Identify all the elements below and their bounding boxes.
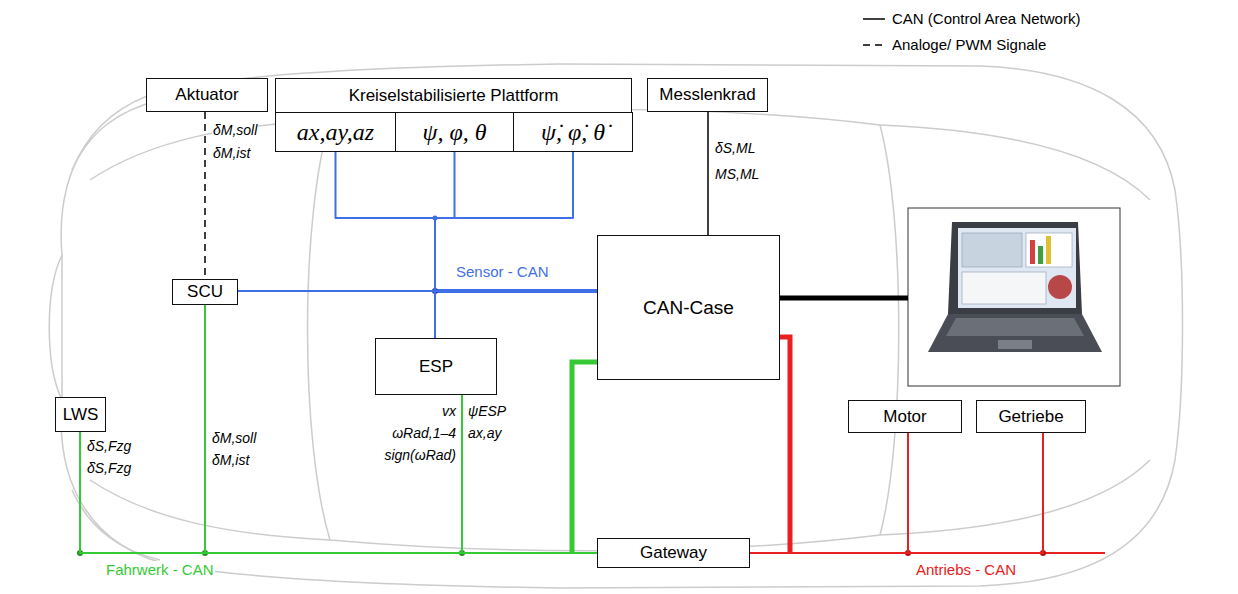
signal-label: δM,ist bbox=[211, 452, 250, 468]
laptop-touchpad bbox=[998, 340, 1032, 349]
bus-label: Fahrwerk - CAN bbox=[105, 561, 215, 578]
can-connector bbox=[780, 337, 1043, 553]
platform-box: Kreiselstabilisierte Plattform ax,ay,az ψ,… bbox=[275, 78, 632, 152]
sensor-box: LWS bbox=[55, 397, 106, 432]
signal-label: vx bbox=[441, 403, 457, 419]
steering-wheel-box: Messlenkrad bbox=[647, 78, 768, 112]
chassis-can-trunk bbox=[572, 362, 597, 553]
can-connector bbox=[80, 432, 597, 553]
screen-bar bbox=[1038, 246, 1043, 264]
sensor-value-box: ψ̇, φ̇, θ̇ bbox=[513, 112, 633, 152]
legend-entry: CAN (Control Area Network) bbox=[862, 10, 1080, 27]
legend-text: Analoge/ PWM Signale bbox=[892, 36, 1046, 53]
esp-box: ESP bbox=[375, 338, 497, 395]
car-body bbox=[61, 64, 1182, 588]
windshield bbox=[308, 120, 331, 540]
node-label: Getriebe bbox=[998, 407, 1063, 427]
screen-panel bbox=[1026, 233, 1072, 267]
node-label: Motor bbox=[883, 407, 926, 427]
gearbox-box: Getriebe bbox=[976, 400, 1086, 433]
screen-bar bbox=[1046, 236, 1051, 264]
pc-link bbox=[780, 296, 908, 301]
sensor-quantity: ψ̇, φ̇, θ̇ bbox=[541, 119, 605, 146]
node-label: Gateway bbox=[640, 543, 707, 563]
can-case-box: CAN-Case bbox=[597, 235, 780, 380]
signal-label: δS,ML bbox=[714, 140, 756, 156]
signal-label: δS,Fzg bbox=[86, 438, 132, 454]
hood-line bbox=[90, 480, 330, 540]
signal-label: δ̇S,Fzg bbox=[86, 460, 132, 476]
legend-entry: Analoge/ PWM Signale bbox=[862, 36, 1046, 53]
bus-stub bbox=[1043, 552, 1105, 554]
car-grille bbox=[49, 255, 62, 400]
can-connector bbox=[435, 152, 597, 291]
can-connector bbox=[435, 152, 597, 291]
can-connector bbox=[238, 290, 597, 292]
actuator-box: Aktuator bbox=[146, 78, 268, 112]
legend-text: CAN (Control Area Network) bbox=[892, 10, 1080, 27]
car-outline bbox=[49, 64, 1182, 588]
signal-label: δM,ist bbox=[212, 145, 251, 161]
node-label: CAN-Case bbox=[643, 297, 734, 319]
laptop-lid bbox=[948, 222, 1082, 314]
picture-frame bbox=[908, 208, 1120, 386]
can-connector bbox=[572, 362, 597, 553]
trunk-line bbox=[880, 125, 1150, 200]
signal-label: δM,soll bbox=[212, 122, 258, 138]
signal-label: ωRad,1–4 bbox=[391, 425, 457, 441]
laptop-keyboard bbox=[946, 318, 1084, 336]
engine-box: Motor bbox=[848, 400, 962, 433]
sensor-value-box: ax,ay,az bbox=[275, 112, 396, 152]
powertrain-can-trunk bbox=[780, 337, 790, 553]
can-connector bbox=[750, 433, 1043, 553]
platform-heading: Kreiselstabilisierte Plattform bbox=[276, 79, 631, 112]
trunk-line bbox=[880, 460, 1150, 535]
signal-label: MS,ML bbox=[714, 166, 760, 182]
sensor-value-box: ψ, φ, θ bbox=[395, 112, 514, 152]
legend-line bbox=[863, 44, 885, 46]
screen-panel bbox=[962, 233, 1022, 267]
screen-bar bbox=[1030, 240, 1035, 264]
node-label: Aktuator bbox=[175, 85, 238, 105]
control-unit-box: SCU bbox=[172, 279, 238, 305]
laptop-screen bbox=[958, 228, 1076, 308]
signal-label: δM,soll bbox=[211, 430, 257, 446]
can-connector bbox=[435, 291, 597, 338]
node-label: LWS bbox=[63, 405, 99, 425]
signal-label: sign(ωRad) bbox=[383, 447, 457, 463]
signal-label: ψESP bbox=[467, 403, 507, 419]
analog-signal-line bbox=[204, 112, 206, 279]
screen-gauge bbox=[1048, 275, 1072, 299]
laptop-picture bbox=[908, 208, 1120, 386]
bus-label: Antriebs - CAN bbox=[915, 561, 1017, 578]
legend-line-sample bbox=[862, 14, 886, 24]
bus-label: Sensor - CAN bbox=[455, 263, 550, 280]
signal-label: ax,ay bbox=[467, 425, 502, 441]
node-label: Messlenkrad bbox=[659, 85, 755, 105]
sensor-quantity: ax,ay,az bbox=[297, 119, 374, 146]
rear-window bbox=[880, 125, 899, 535]
screen-panel bbox=[962, 272, 1046, 304]
can-connector bbox=[750, 433, 908, 553]
legend-line bbox=[863, 18, 885, 20]
can-connector bbox=[462, 395, 597, 553]
sensor-quantity: ψ, φ, θ bbox=[423, 119, 487, 146]
node-label: SCU bbox=[187, 282, 223, 302]
headlight bbox=[72, 490, 160, 560]
gateway-box: Gateway bbox=[597, 538, 750, 568]
can-connector bbox=[336, 152, 598, 291]
laptop-base bbox=[928, 314, 1102, 352]
can-connector bbox=[205, 305, 597, 553]
can-connector bbox=[707, 112, 709, 235]
can-connector bbox=[780, 337, 908, 553]
node-label: ESP bbox=[419, 357, 453, 377]
legend-line-sample bbox=[862, 40, 886, 50]
